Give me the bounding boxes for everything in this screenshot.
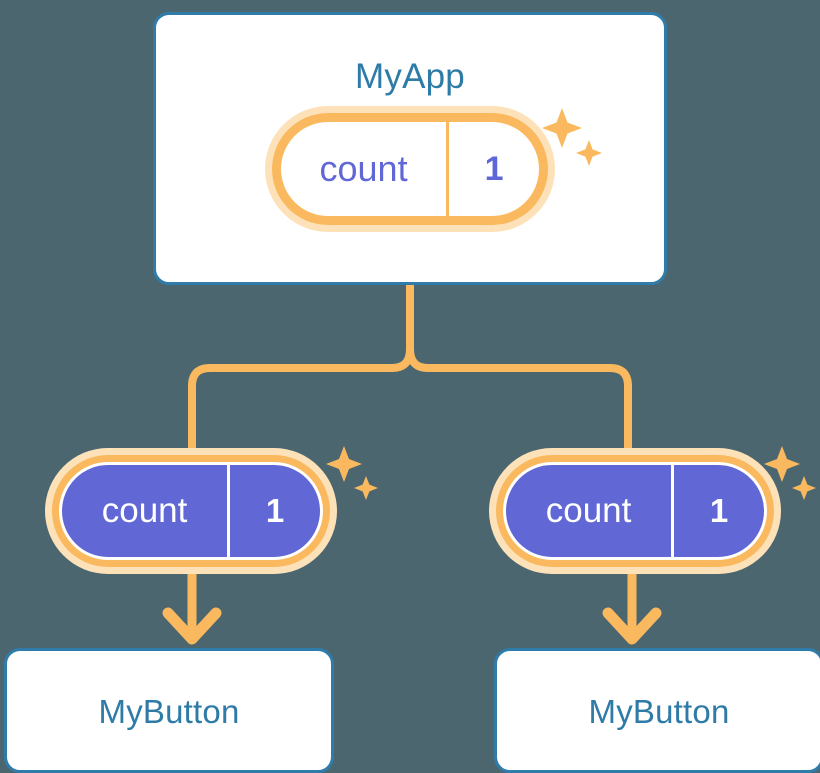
- component-label-mybutton: MyButton: [98, 693, 240, 730]
- state-key-label: count: [545, 491, 632, 530]
- state-pill-body: count 1: [59, 462, 323, 560]
- arrow-head-right: [602, 607, 662, 645]
- component-label-mybutton: MyButton: [588, 693, 730, 730]
- branch-connector-left: [188, 348, 414, 450]
- arrow-head-left: [162, 607, 222, 645]
- state-pill-branch-right[interactable]: count 1: [489, 448, 781, 574]
- sparkle-four-point-small-icon: [792, 476, 816, 500]
- sparkle-four-point-large-icon: [326, 446, 362, 482]
- state-pill-ring: count 1: [272, 113, 548, 225]
- state-pill-root[interactable]: count 1: [265, 106, 555, 232]
- sparkle-four-point-small-icon: [576, 140, 602, 166]
- component-card-mybutton-left[interactable]: MyButton: [4, 648, 334, 773]
- state-key-label: count: [319, 148, 408, 189]
- state-value-label: 1: [227, 465, 320, 557]
- state-pill-body: count 1: [503, 462, 767, 560]
- sparkle-four-point-small-icon: [354, 476, 378, 500]
- state-pill-ring: count 1: [496, 455, 774, 567]
- component-card-mybutton-right[interactable]: MyButton: [494, 648, 820, 773]
- state-pill-branch-left[interactable]: count 1: [45, 448, 337, 574]
- sparkle-group-root: [542, 108, 602, 166]
- sparkle-group-branch-right: [764, 446, 816, 500]
- state-pill-ring: count 1: [52, 455, 330, 567]
- component-label-myapp: MyApp: [355, 57, 465, 96]
- state-value-label: 1: [446, 122, 539, 216]
- sparkle-group-branch-left: [326, 446, 378, 500]
- sparkle-four-point-large-icon: [764, 446, 800, 482]
- state-pill-body: count 1: [281, 122, 539, 216]
- branch-connector-right: [406, 348, 632, 450]
- sparkle-four-point-large-icon: [542, 108, 582, 148]
- state-key-label: count: [101, 491, 188, 530]
- state-value-label: 1: [671, 465, 764, 557]
